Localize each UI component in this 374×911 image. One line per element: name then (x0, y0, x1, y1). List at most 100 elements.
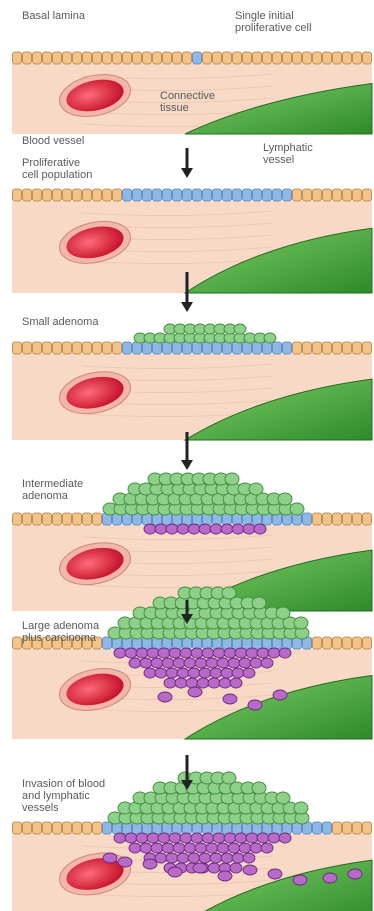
proliferative-cell (323, 822, 332, 834)
carcinoma-cell (173, 658, 185, 668)
epithelial-cell (253, 52, 262, 64)
carcinoma-cell (164, 678, 176, 688)
epithelial-cell (203, 52, 212, 64)
carcinoma-cell (206, 658, 218, 668)
carcinoma-cell (246, 833, 258, 843)
carcinoma-cell (188, 853, 200, 863)
proliferative-cell (253, 189, 262, 201)
label-lymphatic-vessel: Lymphatic vessel (263, 142, 313, 166)
carcinoma-cell (279, 833, 291, 843)
epithelial-cell (23, 189, 32, 201)
proliferative-cell (213, 342, 222, 354)
proliferative-cell (313, 822, 322, 834)
epithelial-cell (223, 52, 232, 64)
carcinoma-cell (221, 668, 233, 678)
carcinoma-cell (195, 843, 207, 853)
carcinoma-cell (188, 668, 200, 678)
carcinoma-cell (257, 833, 269, 843)
proliferative-cell (243, 189, 252, 201)
epithelial-cell (43, 513, 52, 525)
carcinoma-cell (202, 648, 214, 658)
carcinoma-cell (232, 668, 244, 678)
epithelial-cell (53, 513, 62, 525)
epithelial-cell (313, 513, 322, 525)
carcinoma-cell (202, 833, 214, 843)
stage-panel-small (12, 324, 372, 440)
carcinoma-cell (186, 678, 198, 688)
carcinoma-cell (268, 833, 280, 843)
metastatic-cell (168, 867, 182, 877)
metastatic-cell (243, 865, 257, 875)
proliferative-cell (213, 189, 222, 201)
epithelial-cell (353, 513, 362, 525)
adenoma-cell (294, 617, 308, 629)
adenoma-cell (234, 324, 246, 334)
carcinoma-cell (254, 524, 266, 534)
carcinoma-cell (210, 524, 222, 534)
metastatic-cell (273, 690, 287, 700)
epithelial-cell (243, 52, 252, 64)
epithelial-cell (13, 189, 22, 201)
epithelial-cell (323, 342, 332, 354)
epithelial-cell (343, 342, 352, 354)
epithelial-cell (93, 342, 102, 354)
carcinoma-cell (114, 648, 126, 658)
epithelial-cell (83, 52, 92, 64)
epithelial-cell (33, 513, 42, 525)
epithelial-cell (363, 52, 372, 64)
progression-arrow-head (181, 302, 193, 312)
epithelial-cell (353, 822, 362, 834)
proliferative-cell (203, 342, 212, 354)
carcinoma-cell (169, 648, 181, 658)
carcinoma-cell (147, 833, 159, 843)
epithelial-cell (63, 189, 72, 201)
epithelial-cell (323, 52, 332, 64)
epithelial-cell (233, 52, 242, 64)
proliferative-cell (173, 189, 182, 201)
epithelial-cell (13, 822, 22, 834)
epithelial-cell (53, 342, 62, 354)
epithelial-cell (343, 189, 352, 201)
carcinoma-cell (224, 833, 236, 843)
epithelial-cell (353, 637, 362, 649)
proliferative-cell (193, 52, 202, 64)
carcinoma-cell (208, 678, 220, 688)
epithelial-cell (83, 342, 92, 354)
carcinoma-cell (210, 668, 222, 678)
carcinoma-cell (250, 843, 262, 853)
carcinoma-cell (199, 524, 211, 534)
epithelial-cell (313, 189, 322, 201)
carcinoma-cell (221, 853, 233, 863)
carcinoma-cell (243, 853, 255, 863)
adenoma-cell (278, 493, 292, 505)
adenoma-cell (249, 483, 263, 495)
carcinoma-cell (213, 833, 225, 843)
carcinoma-cell (140, 843, 152, 853)
carcinoma-cell (199, 853, 211, 863)
carcinoma-cell (191, 833, 203, 843)
epithelial-cell (73, 52, 82, 64)
proliferative-cell (233, 342, 242, 354)
epithelial-cell (93, 822, 102, 834)
carcinoma-cell (217, 658, 229, 668)
epithelial-cell (13, 513, 22, 525)
carcinoma-cell (235, 833, 247, 843)
epithelial-cell (63, 52, 72, 64)
epithelial-cell (303, 342, 312, 354)
proliferative-cell (153, 189, 162, 201)
metastatic-cell (248, 700, 262, 710)
adenoma-cell (252, 782, 266, 794)
epithelial-cell (103, 52, 112, 64)
carcinoma-cell (213, 648, 225, 658)
label-proliferative-cell-population: Proliferative cell population (22, 157, 92, 181)
epithelial-cell (113, 342, 122, 354)
epithelial-cell (33, 822, 42, 834)
epithelial-cell (93, 513, 102, 525)
epithelial-cell (13, 52, 22, 64)
carcinoma-cell (177, 524, 189, 534)
carcinoma-cell (246, 648, 258, 658)
proliferative-cell (303, 513, 312, 525)
carcinoma-cell (210, 853, 222, 863)
carcinoma-cell (184, 658, 196, 668)
proliferative-cell (233, 189, 242, 201)
